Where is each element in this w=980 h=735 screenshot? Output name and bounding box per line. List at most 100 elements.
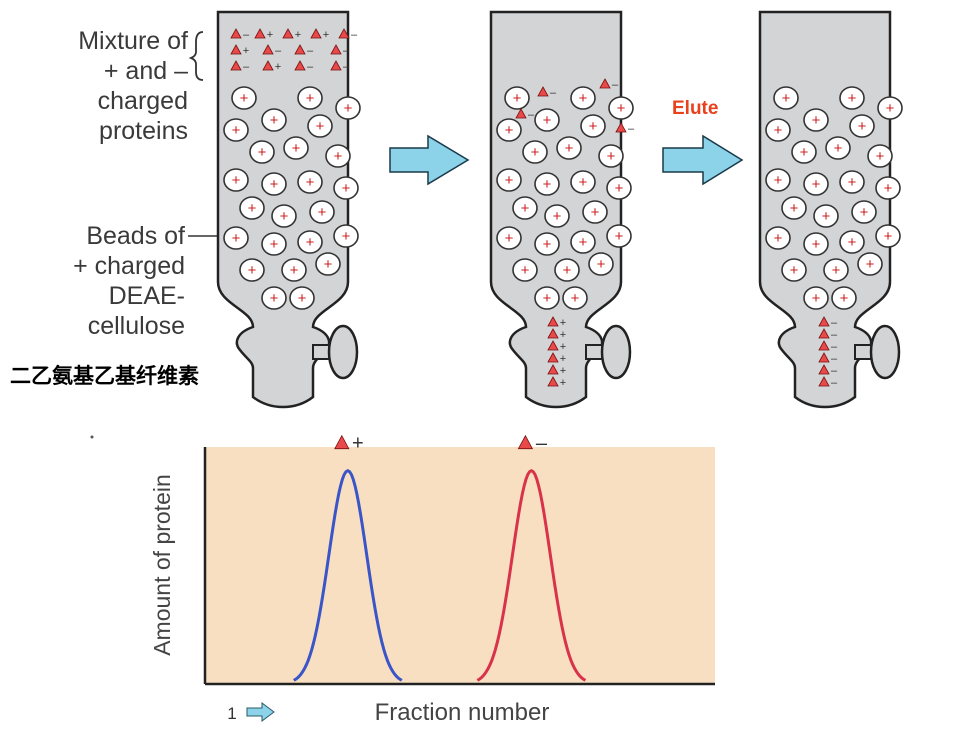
- negative-protein: –: [537, 86, 557, 99]
- beads-label: Beads of + charged DEAE- cellulose: [73, 221, 185, 341]
- svg-text:+: +: [543, 112, 552, 129]
- svg-text:+: +: [848, 174, 857, 191]
- bead: +: [781, 196, 807, 220]
- column-1: –+++–+––––+––+++++++++++++++++++++++++: [216, 10, 361, 409]
- bead: +: [570, 170, 596, 194]
- svg-text:+: +: [832, 262, 841, 279]
- svg-text:+: +: [774, 230, 783, 247]
- bead: +: [580, 114, 606, 138]
- bead: +: [333, 224, 359, 248]
- svg-text:+: +: [800, 144, 809, 161]
- svg-text:+: +: [306, 90, 315, 107]
- svg-text:+: +: [258, 144, 267, 161]
- negative-protein: –: [294, 60, 314, 73]
- svg-text:–: –: [831, 377, 838, 389]
- bead: +: [261, 172, 287, 196]
- mixture-line-4: proteins: [99, 117, 188, 145]
- positive-protein: +: [547, 316, 566, 329]
- svg-text:+: +: [306, 174, 315, 191]
- beads-line-3: DEAE-: [108, 282, 185, 310]
- legend-triangle: [334, 434, 350, 450]
- bead: +: [544, 204, 570, 228]
- bead: +: [335, 96, 361, 120]
- negative-protein: –: [330, 44, 350, 57]
- svg-text:+: +: [243, 45, 249, 57]
- bead: +: [875, 224, 901, 248]
- svg-text:+: +: [521, 200, 530, 217]
- negative-protein: –: [294, 44, 314, 57]
- svg-text:+: +: [774, 122, 783, 139]
- positive-protein: +: [262, 60, 281, 73]
- negative-protein: –: [615, 122, 635, 135]
- svg-text:+: +: [589, 118, 598, 135]
- bead: +: [851, 200, 877, 224]
- bead: +: [512, 258, 538, 282]
- bead: +: [765, 226, 791, 250]
- svg-text:–: –: [243, 61, 250, 73]
- svg-text:+: +: [248, 262, 257, 279]
- bead: +: [534, 286, 560, 310]
- svg-text:+: +: [323, 29, 329, 41]
- bead: +: [261, 108, 287, 132]
- svg-text:+: +: [858, 118, 867, 135]
- svg-text:–: –: [343, 45, 350, 57]
- bead: +: [825, 136, 851, 160]
- negative-protein: –: [599, 78, 619, 91]
- svg-text:+: +: [790, 200, 799, 217]
- svg-text:+: +: [232, 172, 241, 189]
- mixture-label: Mixture of + and – charged proteins: [78, 26, 188, 146]
- bead: +: [512, 196, 538, 220]
- bead: +: [803, 286, 829, 310]
- svg-text:+: +: [822, 208, 831, 225]
- svg-text:+: +: [560, 341, 566, 353]
- bead: +: [307, 114, 333, 138]
- svg-text:–: –: [243, 29, 250, 41]
- svg-text:–: –: [550, 87, 557, 99]
- positive-protein: +: [282, 28, 301, 41]
- negative-protein: –: [338, 28, 358, 41]
- positive-protein: +: [547, 364, 566, 377]
- svg-text:+: +: [318, 204, 327, 221]
- svg-text:+: +: [571, 290, 580, 307]
- svg-text:+: +: [342, 228, 351, 245]
- negative-protein: –: [230, 28, 250, 41]
- beads-line-1: Beads of: [86, 222, 185, 250]
- bead: +: [271, 204, 297, 228]
- svg-text:+: +: [240, 90, 249, 107]
- svg-text:–: –: [831, 329, 838, 341]
- svg-text:+: +: [543, 236, 552, 253]
- bead: +: [803, 232, 829, 256]
- svg-text:+: +: [344, 100, 353, 117]
- svg-text:+: +: [866, 256, 875, 273]
- bead: +: [333, 176, 359, 200]
- svg-text:–: –: [307, 61, 314, 73]
- x-direction-arrow: [246, 702, 275, 722]
- svg-text:+: +: [270, 112, 279, 129]
- svg-text:+: +: [267, 29, 273, 41]
- bead: +: [289, 286, 315, 310]
- svg-text:+: +: [290, 262, 299, 279]
- legend-triangle: [517, 434, 534, 450]
- bead: +: [857, 252, 883, 276]
- bead: +: [249, 140, 275, 164]
- svg-text:+: +: [531, 144, 540, 161]
- svg-text:+: +: [553, 208, 562, 225]
- svg-text:–: –: [351, 29, 358, 41]
- svg-text:+: +: [812, 176, 821, 193]
- positive-protein: +: [547, 352, 566, 365]
- bead: +: [239, 196, 265, 220]
- bead: +: [781, 258, 807, 282]
- svg-text:+: +: [884, 180, 893, 197]
- chinese-label: 二乙氨基乙基纤维素: [10, 364, 199, 388]
- bead: +: [562, 286, 588, 310]
- bead: +: [239, 258, 265, 282]
- svg-text:–: –: [275, 45, 282, 57]
- series-line-negative: [476, 468, 587, 682]
- svg-text:+: +: [280, 208, 289, 225]
- x-start-label: 1: [227, 704, 236, 723]
- mixture-line-2: + and –: [103, 57, 188, 85]
- elution-chart: + – Amount of protein Fraction number 1: [149, 433, 715, 726]
- svg-text:+: +: [306, 234, 315, 251]
- svg-text:+: +: [834, 140, 843, 157]
- bead: +: [223, 226, 249, 250]
